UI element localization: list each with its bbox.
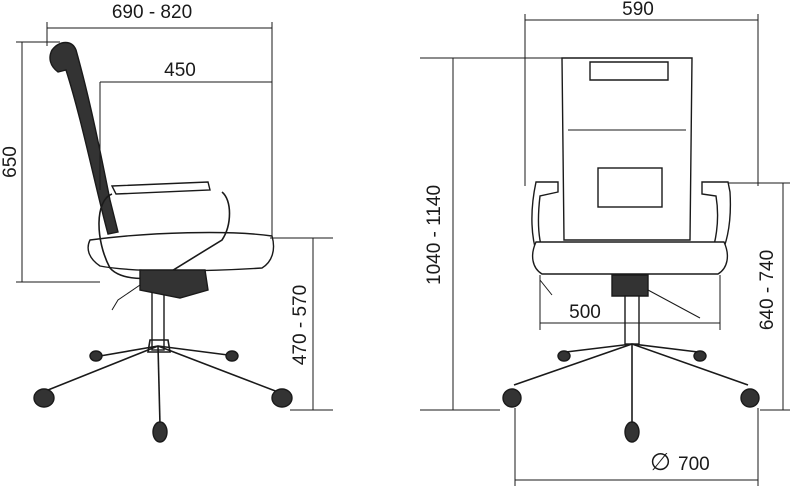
diameter-symbol: ∅ bbox=[650, 449, 671, 476]
side-arm-frame bbox=[98, 191, 231, 280]
front-mechanism bbox=[611, 274, 649, 297]
front-back-label bbox=[597, 167, 663, 208]
front-casters bbox=[502, 350, 760, 443]
seat-width-dimension-line bbox=[539, 275, 721, 330]
side-lever bbox=[111, 284, 141, 311]
side-mechanism bbox=[139, 269, 209, 299]
front-headrest-pad bbox=[589, 61, 669, 81]
width-label: 590 bbox=[622, 0, 654, 20]
depth-label: 690 - 820 bbox=[112, 2, 192, 23]
side-seat bbox=[87, 231, 275, 272]
side-dimensions bbox=[16, 22, 333, 411]
seat-depth-dimension-line bbox=[99, 81, 272, 190]
total-height-dimension-line bbox=[420, 57, 562, 411]
base-diameter-dimension-line bbox=[514, 408, 759, 486]
side-base bbox=[47, 339, 279, 426]
side-view-chair bbox=[33, 41, 293, 443]
seat-height-label: 470 - 570 bbox=[290, 285, 311, 365]
side-casters bbox=[33, 350, 293, 443]
seat-width-label: 500 bbox=[569, 302, 601, 323]
total-height-label: 1040 - 1140 bbox=[424, 185, 445, 285]
side-armrest bbox=[110, 181, 211, 195]
seat-height-dimension-line bbox=[270, 237, 333, 411]
front-lever bbox=[539, 279, 701, 319]
width-dimension-line bbox=[524, 14, 759, 186]
base-diameter-label: 700 bbox=[678, 454, 710, 475]
depth-dimension-line bbox=[46, 22, 273, 236]
front-dimensions bbox=[420, 14, 790, 486]
back-height-label: 650 bbox=[0, 146, 21, 178]
front-backrest bbox=[561, 57, 693, 241]
front-base bbox=[513, 343, 749, 424]
armrest-height-dimension-line bbox=[728, 182, 790, 411]
back-height-dimension-line bbox=[16, 41, 100, 283]
front-gas-lift bbox=[624, 295, 640, 345]
armrest-height-label: 640 - 740 bbox=[757, 250, 778, 330]
front-seat bbox=[531, 241, 729, 275]
side-backrest bbox=[49, 41, 119, 235]
seat-depth-label: 450 bbox=[164, 60, 196, 81]
front-view-chair bbox=[502, 57, 760, 443]
